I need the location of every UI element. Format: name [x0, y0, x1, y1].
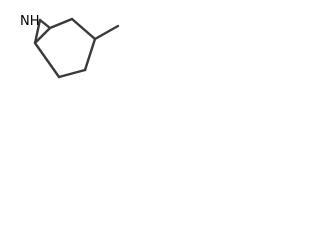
bond-methyl: [93, 24, 120, 41]
bond-c1-c6: [33, 26, 52, 45]
molecule-structure-diagram: NH: [20, 14, 120, 79]
bond-c5-c6: [33, 41, 61, 79]
bond-c1-c2: [48, 17, 74, 30]
bond-c2-c3: [70, 17, 97, 41]
bond-n-c6: [33, 18, 42, 45]
nitrogen-atom-label: NH: [20, 14, 40, 29]
bond-c3-c4: [83, 37, 97, 72]
bond-c4-c5: [57, 68, 87, 79]
bond-n-c1: [38, 18, 52, 30]
